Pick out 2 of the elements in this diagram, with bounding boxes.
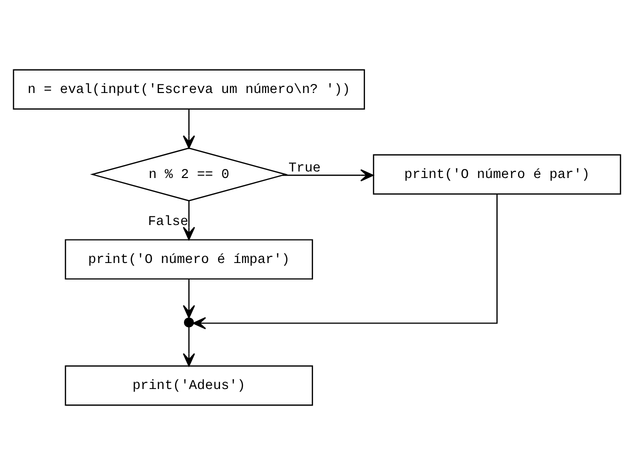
edge-label: True xyxy=(288,161,321,176)
edge-label: False xyxy=(148,214,188,230)
